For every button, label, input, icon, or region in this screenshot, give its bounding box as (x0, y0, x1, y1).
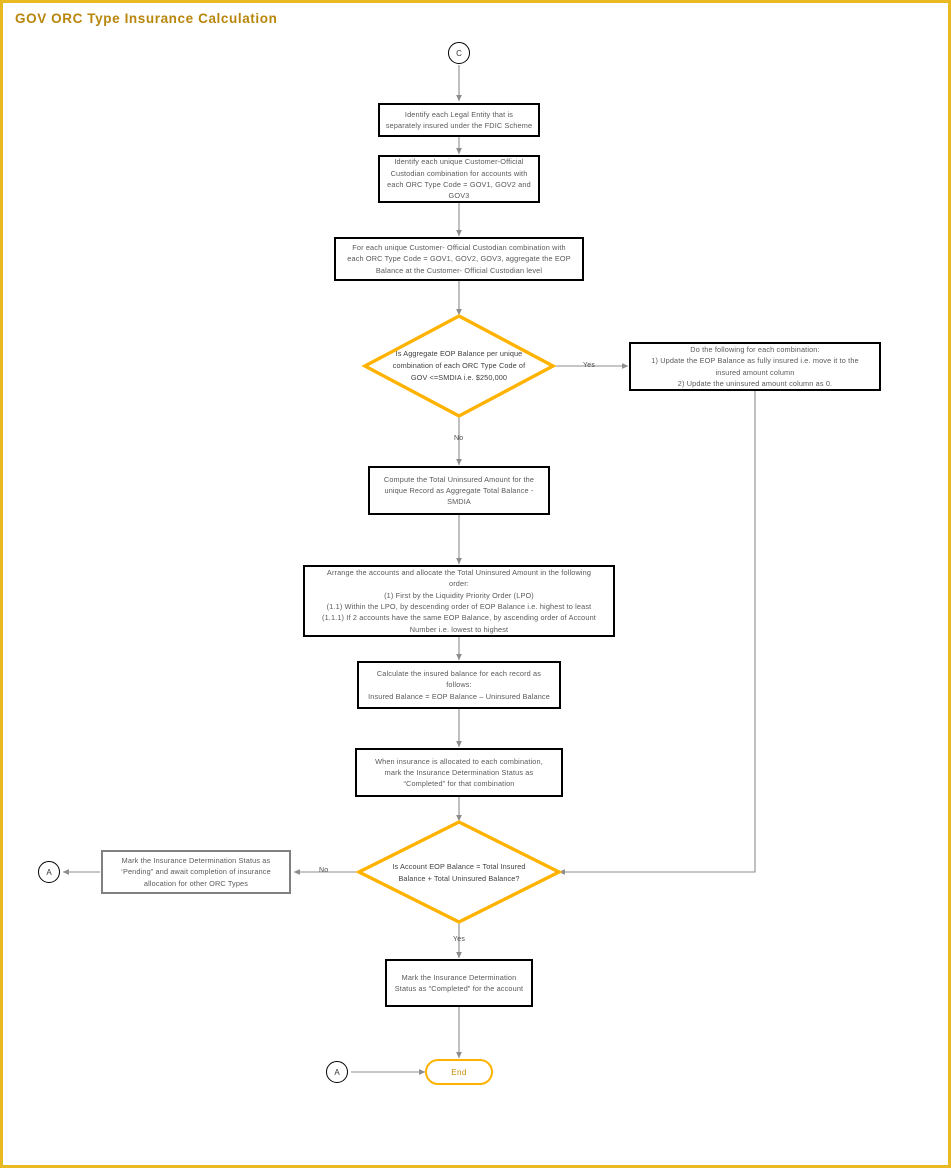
step-arrange-accounts-label: Arrange the accounts and allocate the To… (321, 568, 596, 634)
edge-label-decision-balance-yes: Yes (453, 936, 466, 943)
step-mark-pending[interactable]: Mark the Insurance Determination Status … (101, 850, 291, 894)
step-arrange-accounts[interactable]: Arrange the accounts and allocate the To… (303, 565, 615, 637)
step-compute-total-uninsured[interactable]: Compute the Total Uninsured Amount for t… (368, 466, 550, 515)
step-calculate-insured-balance[interactable]: Calculate the insured balance for each r… (357, 661, 561, 709)
edge-label-decision-smdia-yes: Yes (583, 362, 596, 369)
step-identify-unique-combination[interactable]: Identify each unique Customer-Official C… (378, 155, 540, 203)
step-identify-legal-entity[interactable]: Identify each Legal Entity that is separ… (378, 103, 540, 137)
step-mark-pending-label: Mark the Insurance Determination Status … (121, 856, 271, 888)
connector-a-left[interactable]: A (38, 861, 60, 883)
connector-a-bottom[interactable]: A (326, 1061, 348, 1083)
step-compute-total-uninsured-label: Compute the Total Uninsured Amount for t… (383, 474, 535, 507)
edge-label-decision-smdia-no: No (454, 435, 464, 442)
step-calculate-insured-balance-label: Calculate the insured balance for each r… (368, 669, 550, 701)
decision-smdia-shape (361, 314, 557, 418)
connector-c[interactable]: C (448, 42, 470, 64)
step-mark-completed-combination-label: When insurance is allocated to each comb… (375, 756, 543, 789)
step-update-fully-insured-label: Do the following for each combination: 1… (651, 344, 859, 388)
step-aggregate-eop-balance-label: For each unique Customer- Official Custo… (347, 243, 571, 275)
page-title: GOV ORC Type Insurance Calculation (15, 11, 278, 26)
step-identify-legal-entity-label: Identify each Legal Entity that is separ… (385, 109, 533, 130)
step-update-fully-insured[interactable]: Do the following for each combination: 1… (629, 342, 881, 391)
edge-fully-insured-to-decision-balance (558, 391, 756, 875)
terminator-end-label: End (451, 1067, 467, 1077)
edge-label-decision-balance-no: No (319, 867, 329, 874)
terminator-end[interactable]: End (425, 1059, 493, 1085)
step-mark-completed-account[interactable]: Mark the Insurance Determination Status … (385, 959, 533, 1007)
step-mark-completed-combination[interactable]: When insurance is allocated to each comb… (355, 748, 563, 797)
flowchart-connectors (62, 65, 756, 1075)
connector-a-bottom-label: A (334, 1067, 340, 1077)
connector-c-label: C (456, 48, 462, 58)
step-identify-unique-combination-label: Identify each unique Customer-Official C… (387, 157, 531, 201)
step-aggregate-eop-balance[interactable]: For each unique Customer- Official Custo… (334, 237, 584, 281)
step-mark-completed-account-label: Mark the Insurance Determination Status … (394, 972, 524, 993)
decision-balance-check-shape (355, 820, 563, 924)
connector-a-left-label: A (46, 867, 52, 877)
